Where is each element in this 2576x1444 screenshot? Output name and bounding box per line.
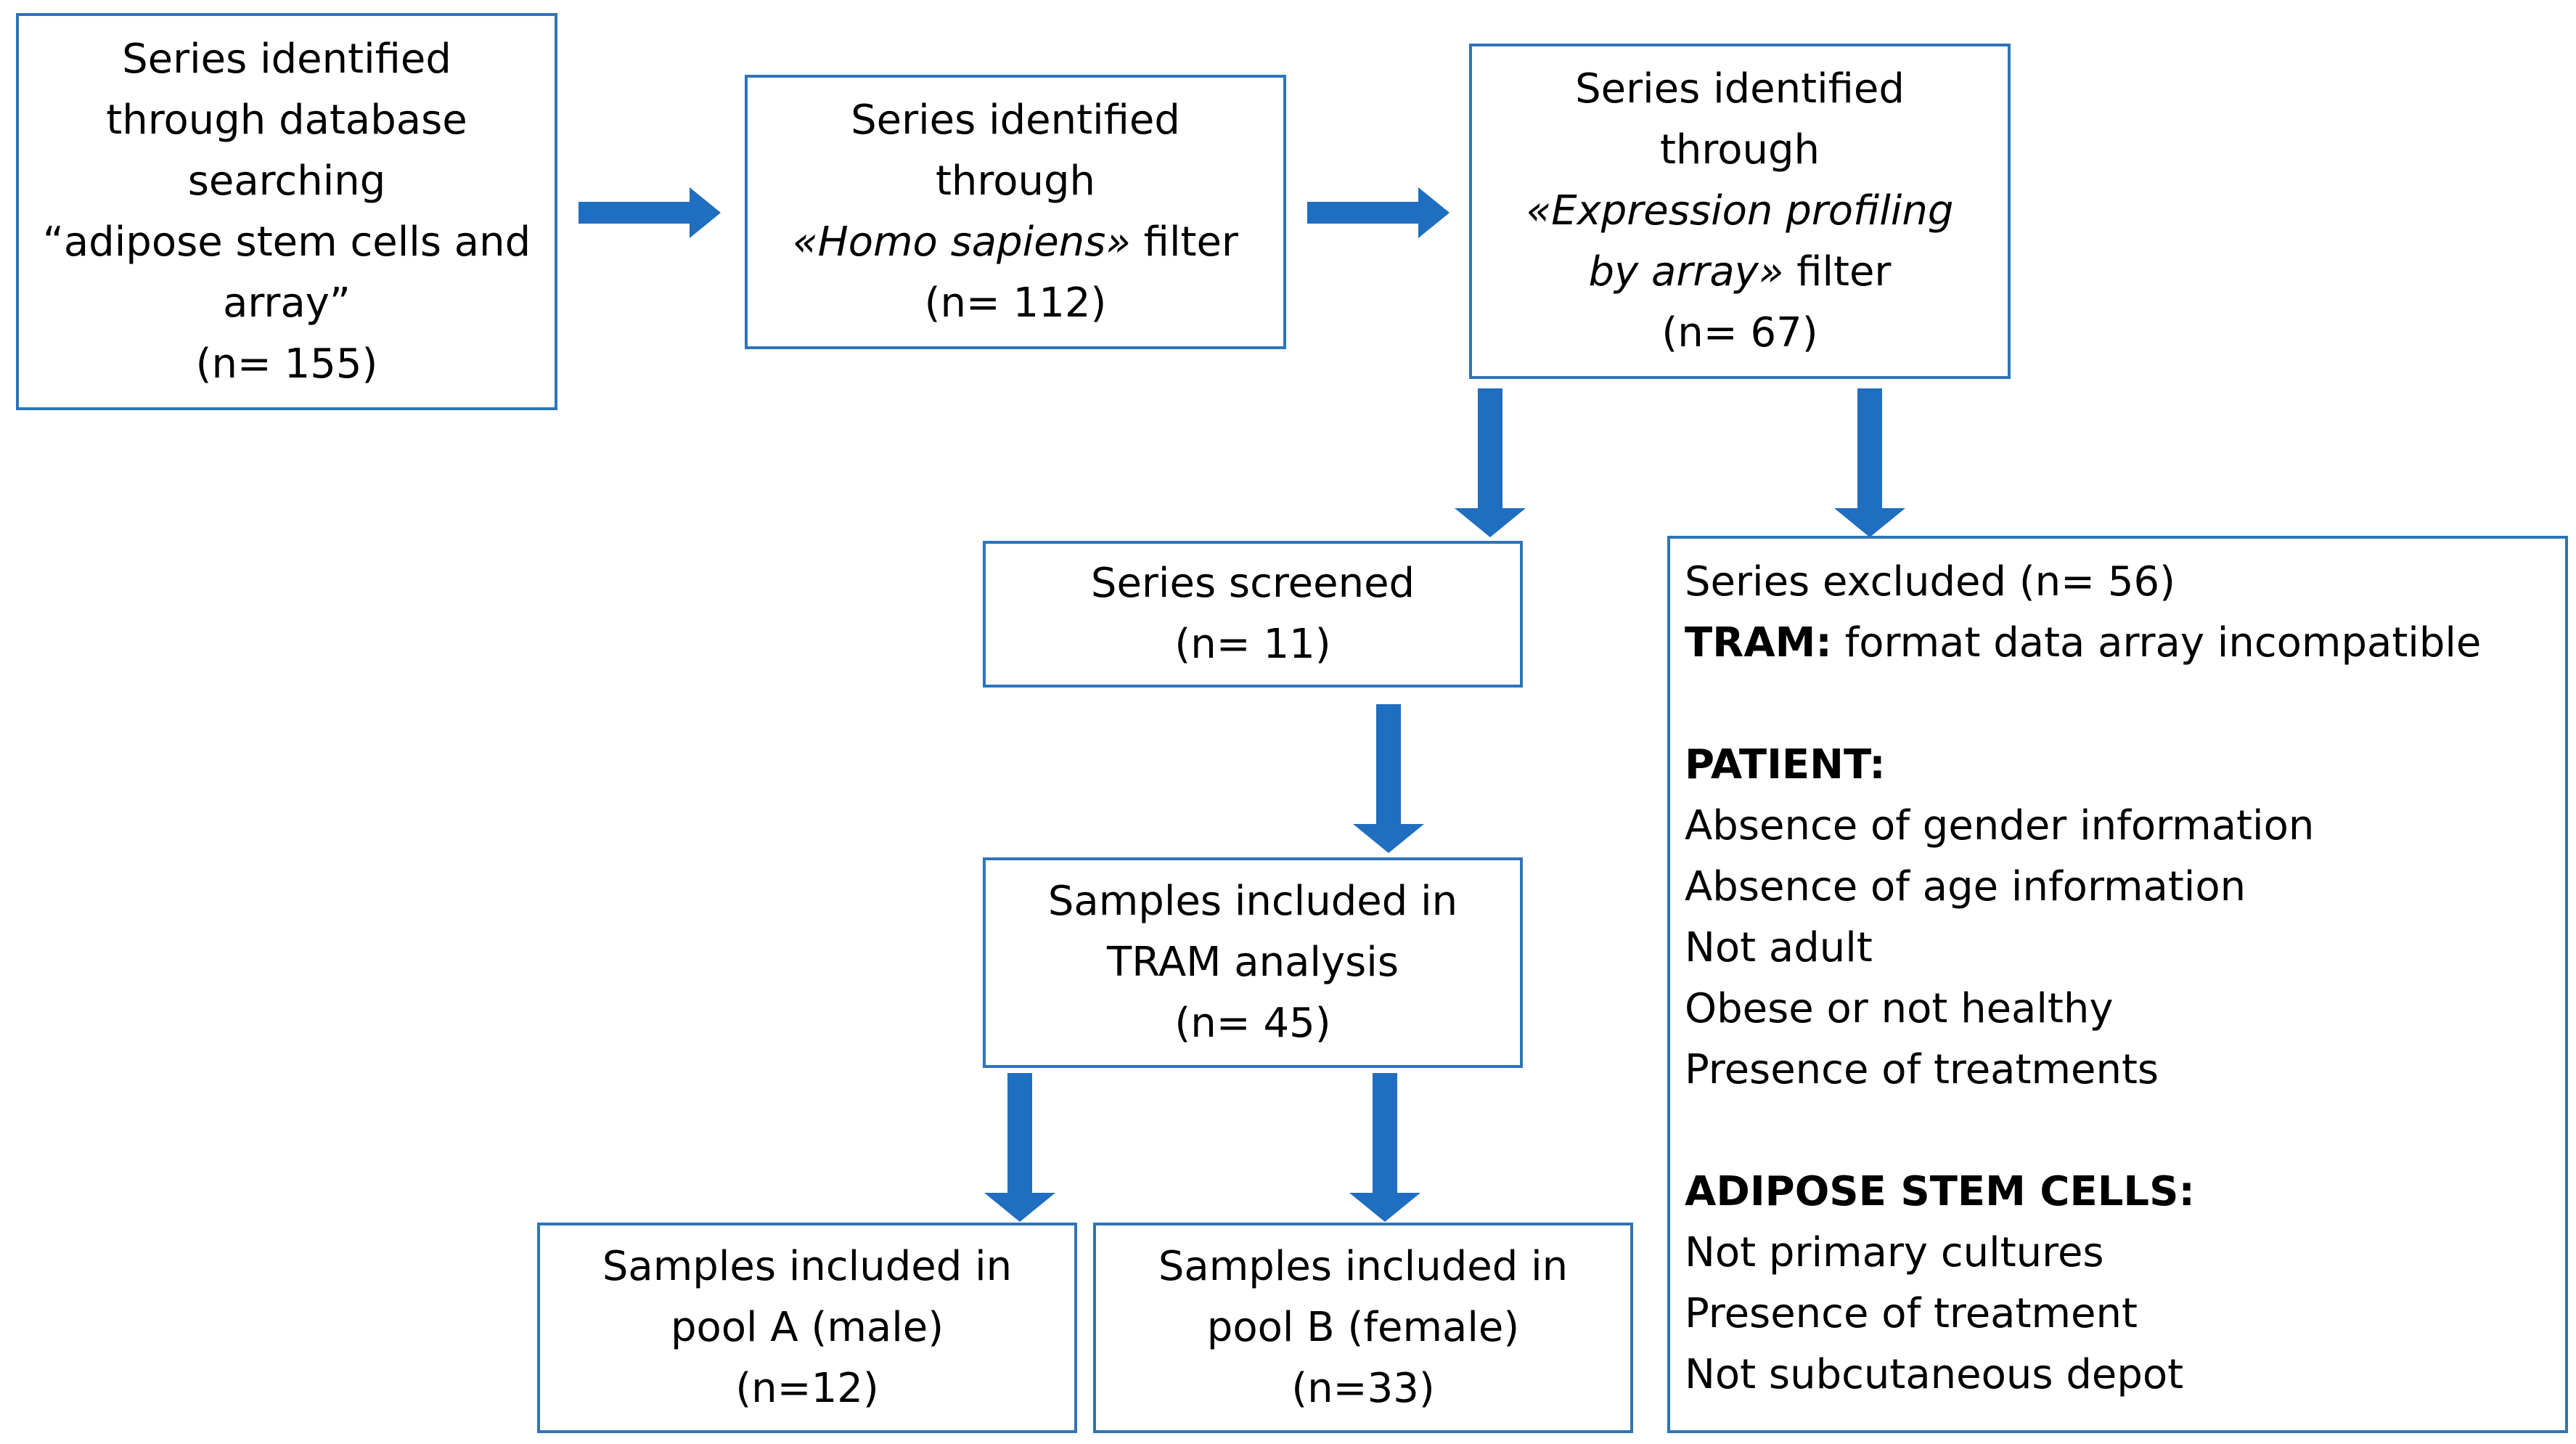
homo-filter-suffix: filter (1130, 219, 1238, 266)
database-line-4: “adipose stem cells and (42, 218, 531, 266)
excluded-patient-item: Absence of gender information (1685, 802, 2315, 849)
homo-filter-name: «Homo sapiens» (793, 219, 1131, 266)
excluded-tram-label: TRAM: (1685, 619, 1832, 666)
expression-line-2: through (1659, 126, 1820, 174)
box-series-excluded: Series excluded (n= 56) TRAM: format dat… (1667, 536, 2568, 1433)
homo-filter-line: «Homo sapiens» filter (793, 212, 1238, 273)
expression-count: (n= 67) (1661, 309, 1818, 356)
excluded-patient-item: Presence of treatments (1685, 1046, 2159, 1093)
box-tram-analysis: Samples included in TRAM analysis (n= 45… (983, 857, 1523, 1068)
box-pool-b-female: Samples included in pool B (female) (n=3… (1093, 1223, 1633, 1433)
box-database-search: Series identified through database searc… (16, 13, 557, 410)
homo-count: (n= 112) (924, 280, 1107, 327)
database-line-3: searching (187, 157, 386, 205)
pool-b-count: (n=33) (1291, 1365, 1435, 1412)
arrow-down-to-pool-b (1349, 1073, 1420, 1222)
expression-filter-suffix: filter (1783, 248, 1892, 295)
tram-line-2: TRAM analysis (1106, 939, 1399, 986)
arrow-down-to-screened (1455, 388, 1526, 537)
box-expression-profiling-filter: Series identified through «Expression pr… (1469, 44, 2011, 379)
excluded-stem-heading: ADIPOSE STEM CELLS: (1685, 1168, 2195, 1215)
excluded-title: Series excluded (n= 56) (1685, 558, 2175, 605)
arrow-right-1 (578, 187, 721, 238)
arrow-down-to-excluded (1834, 388, 1905, 537)
expression-line-1: Series identified (1575, 65, 1905, 113)
database-count: (n= 155) (195, 340, 378, 388)
tram-line-1: Samples included in (1047, 878, 1458, 925)
excluded-patient-item: Obese or not healthy (1685, 985, 2114, 1032)
homo-line-1: Series identified (851, 97, 1180, 144)
box-pool-a-male: Samples included in pool A (male) (n=12) (537, 1223, 1077, 1433)
excluded-stem-item: Not subcutaneous depot (1685, 1351, 2184, 1398)
expression-filter-name-1: «Expression profiling (1526, 187, 1954, 234)
excluded-patient-item: Absence of age information (1685, 863, 2246, 910)
excluded-patient-item: Not adult (1685, 924, 1873, 971)
excluded-patient-heading: PATIENT: (1685, 741, 1886, 788)
pool-b-line-2: pool B (female) (1206, 1304, 1520, 1351)
excluded-tram-text: format data array incompatible (1831, 619, 2482, 666)
homo-line-2: through (935, 158, 1096, 205)
expression-filter-name-2: by array» (1588, 248, 1784, 295)
pool-a-line-1: Samples included in (602, 1243, 1013, 1290)
excluded-tram-line: TRAM: format data array incompatible (1685, 613, 2565, 674)
box-homo-sapiens-filter: Series identified through «Homo sapiens»… (745, 75, 1286, 349)
database-line-1: Series identified (122, 35, 451, 83)
expression-filter-line: by array» filter (1589, 242, 1892, 303)
screened-line-1: Series screened (1090, 560, 1415, 607)
tram-count: (n= 45) (1174, 1000, 1331, 1047)
arrow-down-to-pool-a (984, 1073, 1055, 1222)
box-series-screened: Series screened (n= 11) (983, 541, 1523, 688)
excluded-stem-item: Presence of treatment (1685, 1290, 2138, 1337)
database-line-2: through database (106, 96, 467, 144)
database-line-5: array” (223, 279, 351, 327)
pool-a-line-2: pool A (male) (670, 1304, 944, 1351)
arrow-right-2 (1307, 187, 1449, 238)
pool-a-count: (n=12) (735, 1365, 879, 1412)
screened-count: (n= 11) (1174, 621, 1331, 668)
arrow-down-to-tram (1353, 704, 1424, 853)
excluded-stem-item: Not primary cultures (1685, 1229, 2104, 1276)
pool-b-line-1: Samples included in (1158, 1243, 1569, 1290)
